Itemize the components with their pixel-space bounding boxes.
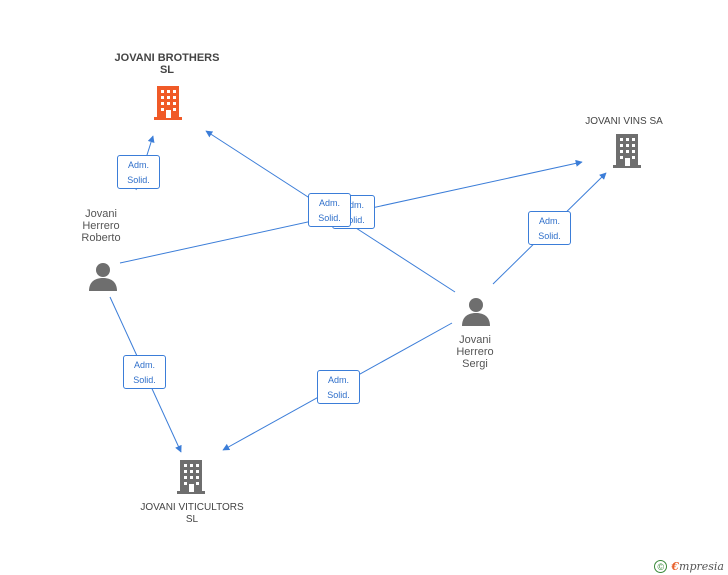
node-label-roberto[interactable]: Jovani Herrero Roberto bbox=[81, 208, 121, 244]
edge-label-roberto-vins[interactable]: Adm.Solid. bbox=[308, 193, 351, 227]
node-label-sergi[interactable]: Jovani Herrero Sergi bbox=[456, 334, 494, 370]
building-icon[interactable] bbox=[152, 86, 184, 120]
node-label-jovani-brothers[interactable]: JOVANI BROTHERS SL bbox=[114, 52, 220, 76]
footer-branding: © €mpresia bbox=[654, 560, 724, 573]
person-icon[interactable] bbox=[461, 297, 491, 327]
node-label-jovani-viticultors[interactable]: JOVANI VITICULTORS SL bbox=[140, 502, 244, 525]
brand-logo[interactable]: €mpresia bbox=[671, 560, 724, 573]
edge-label-roberto-brothers[interactable]: Adm.Solid. bbox=[117, 155, 160, 189]
building-icon[interactable] bbox=[175, 460, 207, 494]
edge-label-sergi-vins[interactable]: Adm.Solid. bbox=[528, 211, 571, 245]
copyright-icon: © bbox=[654, 560, 668, 573]
building-icon[interactable] bbox=[611, 134, 643, 168]
edge-label-sergi-viticultors[interactable]: Adm.Solid. bbox=[317, 370, 360, 404]
node-label-jovani-vins[interactable]: JOVANI VINS SA bbox=[585, 116, 663, 127]
edges-layer bbox=[109, 130, 607, 453]
person-icon[interactable] bbox=[88, 262, 118, 292]
edge-label-roberto-viticultors[interactable]: Adm.Solid. bbox=[123, 355, 166, 389]
